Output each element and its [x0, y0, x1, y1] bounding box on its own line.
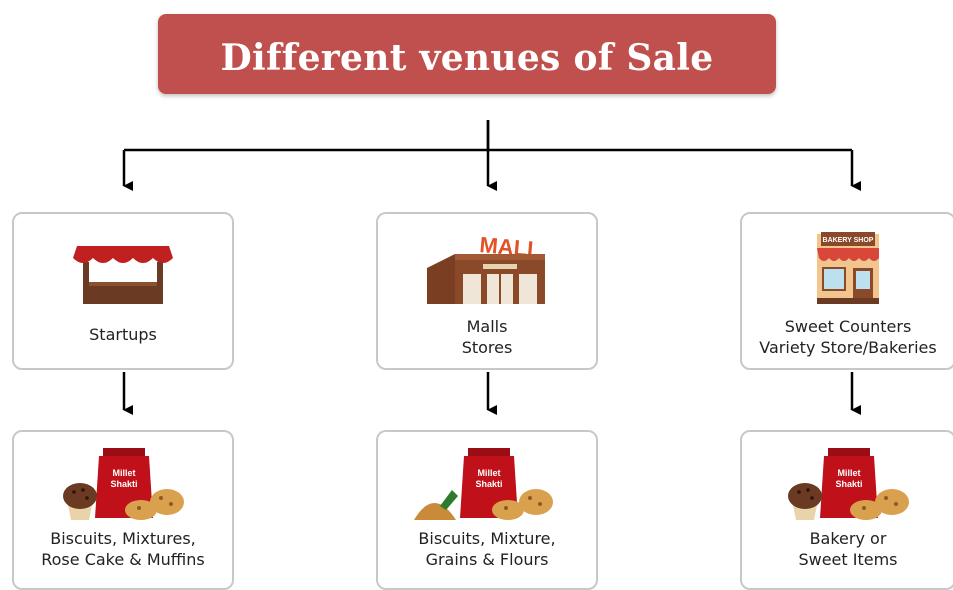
product-label-line: Biscuits, Mixtures, [50, 529, 196, 548]
product-card-startups: Millet Shakti Biscuits, Mixtures, Rose C… [12, 430, 234, 590]
svg-text:Shakti: Shakti [475, 479, 502, 489]
venue-label-line: Startups [89, 325, 157, 344]
product-label-line: Grains & Flours [425, 550, 549, 569]
venue-label-line: Sweet Counters [784, 317, 912, 336]
millet-shakti-pack-with-muffin-and-cookies-icon: Millet Shakti [63, 448, 184, 520]
product-label-line: Bakery or [809, 529, 887, 548]
title-banner: Different venues of Sale [158, 14, 776, 94]
bakery-sign-text: BAKERY SHOP [823, 237, 874, 244]
venue-label-line: Variety Store/Bakeries [759, 338, 937, 357]
svg-text:Millet: Millet [477, 468, 500, 478]
mall-building-icon: MALL [427, 232, 545, 304]
product-label-line: Rose Cake & Muffins [41, 550, 205, 569]
product-label-line: Sweet Items [798, 550, 898, 569]
venue-card-sweet-counters: BAKERY SHOP Sweet Counters Variety Store… [740, 212, 953, 370]
product-label-line: Biscuits, Mixture, [418, 529, 556, 548]
venue-label-line: Malls [466, 317, 508, 336]
product-card-malls: Millet Shakti Biscuits, Mixture, Grains … [376, 430, 598, 590]
svg-text:Millet: Millet [112, 468, 135, 478]
svg-text:Shakti: Shakti [835, 479, 862, 489]
venue-card-startups: Startups [12, 212, 234, 370]
product-card-sweet-counters: Millet Shakti Bakery or Sweet Items [740, 430, 953, 590]
market-stall-icon [73, 246, 173, 304]
venue-label-line: Stores [461, 338, 513, 357]
venue-card-malls: MALL Malls Stores [376, 212, 598, 370]
millet-shakti-pack-with-grain-pile-and-cookies-icon: Millet Shakti [414, 448, 553, 520]
bakery-shop-icon: BAKERY SHOP [817, 232, 879, 304]
svg-text:Shakti: Shakti [110, 479, 137, 489]
svg-text:Millet: Millet [837, 468, 860, 478]
page-title: Different venues of Sale [220, 37, 714, 79]
millet-shakti-pack-with-muffin-and-cookies-icon: Millet Shakti [788, 448, 909, 520]
